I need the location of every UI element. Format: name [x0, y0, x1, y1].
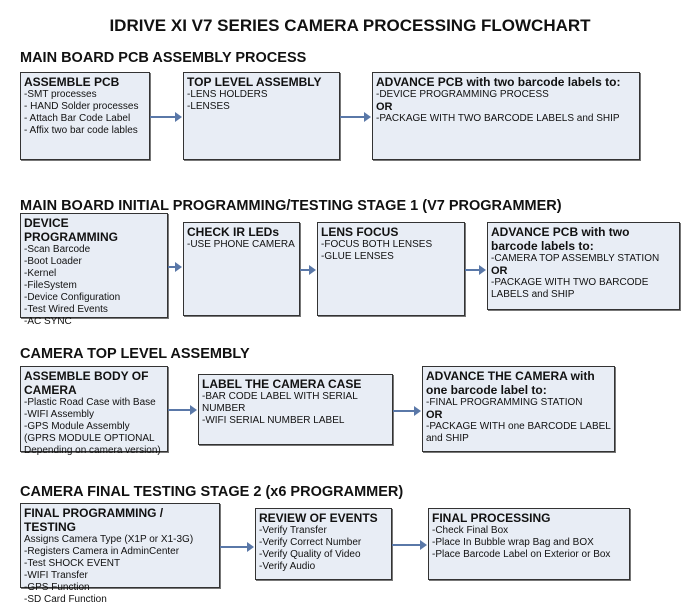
- process-box-title: ADVANCE PCB with two barcode labels to:: [491, 225, 630, 253]
- flow-arrow: [340, 112, 371, 122]
- process-step: -PACKAGE WITH TWO BARCODE LABELS and SHI…: [376, 113, 620, 124]
- flow-arrow: [150, 112, 182, 122]
- flowchart-title: IDRIVE XI V7 SERIES CAMERA PROCESSING FL…: [109, 16, 591, 35]
- process-step: -Device Configuration: [24, 292, 121, 303]
- process-step: -Test SHOCK EVENT: [24, 558, 121, 569]
- process-step: -BAR CODE LABEL WITH SERIAL NUMBER: [202, 391, 358, 414]
- process-box[interactable]: LABEL THE CAMERA CASE-BAR CODE LABEL WIT…: [198, 374, 393, 445]
- process-step: -Registers Camera in AdminCenter: [24, 546, 180, 557]
- process-step: -Boot Loader: [24, 256, 82, 267]
- process-box[interactable]: CHECK IR LEDs-USE PHONE CAMERA: [183, 222, 300, 316]
- section-heading: MAIN BOARD PCB ASSEMBLY PROCESS: [20, 50, 307, 66]
- process-box-title: FINAL PROCESSING: [432, 511, 551, 525]
- process-box[interactable]: ADVANCE THE CAMERA with one barcode labe…: [422, 366, 615, 452]
- process-step: -DEVICE PROGRAMMING PROCESS: [376, 89, 549, 100]
- process-box-title: FINAL PROGRAMMING / TESTING: [24, 506, 164, 534]
- process-box[interactable]: DEVICE PROGRAMMING-Scan Barcode-Boot Loa…: [20, 213, 168, 327]
- process-box-title: DEVICE PROGRAMMING: [24, 216, 118, 244]
- process-box[interactable]: ADVANCE PCB with two barcode labels to:-…: [372, 72, 640, 160]
- process-step: -Check Final Box: [432, 525, 509, 536]
- process-step: -PACKAGE WITH one BARCODE LABEL and SHIP: [426, 421, 611, 444]
- process-step: -FileSystem: [24, 280, 77, 291]
- process-step: -Verify Correct Number: [259, 537, 362, 548]
- process-box[interactable]: ADVANCE PCB with two barcode labels to:-…: [487, 222, 680, 310]
- process-step: OR: [376, 101, 393, 113]
- process-step: -Test Wired Events: [24, 304, 108, 315]
- process-box-title: LABEL THE CAMERA CASE: [202, 377, 362, 391]
- process-step: -WIFI SERIAL NUMBER LABEL: [202, 415, 345, 426]
- process-step: -AC SYNC: [24, 316, 72, 327]
- process-box[interactable]: TOP LEVEL ASSEMBLY-LENS HOLDERS-LENSES: [183, 72, 340, 160]
- process-step: -Place In Bubble wrap Bag and BOX: [432, 537, 594, 548]
- process-step: - Attach Bar Code Label: [24, 113, 131, 124]
- flow-arrow: [393, 406, 421, 416]
- process-box-title: ADVANCE PCB with two barcode labels to:: [376, 75, 621, 89]
- process-step: - HAND Solder processes: [24, 101, 139, 112]
- flow-arrow: [465, 265, 486, 275]
- process-box-title: ASSEMBLE PCB: [24, 75, 120, 89]
- process-box-title: ASSEMBLE BODY OF CAMERA: [24, 369, 149, 397]
- process-step: -LENS HOLDERS: [187, 89, 268, 100]
- process-step: -SD Card Function: [24, 594, 107, 605]
- flow-arrow: [168, 262, 182, 272]
- process-step: (GPRS MODULE OPTIONAL Depending on camer…: [24, 433, 161, 456]
- process-box-title: ADVANCE THE CAMERA with one barcode labe…: [426, 369, 595, 397]
- process-step: - Affix two bar code lables: [24, 125, 138, 136]
- flow-arrow: [220, 542, 254, 552]
- process-box[interactable]: ASSEMBLE BODY OF CAMERA-Plastic Road Cas…: [20, 366, 168, 456]
- process-step: -SMT processes: [24, 89, 97, 100]
- process-step: -GPS Function: [24, 582, 90, 593]
- section-heading: CAMERA FINAL TESTING STAGE 2 (x6 PROGRAM…: [20, 484, 404, 500]
- process-box[interactable]: ASSEMBLE PCB -SMT processes - HAND Solde…: [20, 72, 150, 160]
- process-step: -GLUE LENSES: [321, 251, 394, 262]
- process-step: -CAMERA TOP ASSEMBLY STATION: [491, 253, 660, 264]
- process-step: -FINAL PROGRAMMING STATION: [426, 397, 583, 408]
- process-step: -Scan Barcode: [24, 244, 91, 255]
- process-box-title: CHECK IR LEDs: [187, 225, 280, 239]
- process-step: -GPS Module Assembly: [24, 421, 130, 432]
- process-box-title: TOP LEVEL ASSEMBLY: [187, 75, 322, 89]
- process-step: -LENSES: [187, 101, 230, 112]
- process-step: -Verify Quality of Video: [259, 549, 361, 560]
- process-step: -Verify Transfer: [259, 525, 327, 536]
- process-step: -PACKAGE WITH TWO BARCODE LABELS and SHI…: [491, 277, 649, 300]
- process-step: OR: [426, 409, 443, 421]
- process-step: -Kernel: [24, 268, 57, 279]
- process-box[interactable]: FINAL PROCESSING -Check Final Box-Place …: [428, 508, 630, 580]
- process-step: -WIFI Transfer: [24, 570, 88, 581]
- process-step: -Place Barcode Label on Exterior or Box: [432, 549, 611, 560]
- flow-arrow: [300, 265, 316, 275]
- process-step: -USE PHONE CAMERA: [187, 239, 295, 250]
- process-box[interactable]: LENS FOCUS-FOCUS BOTH LENSES-GLUE LENSES: [317, 222, 465, 316]
- section-heading: MAIN BOARD INITIAL PROGRAMMING/TESTING S…: [20, 198, 562, 214]
- flow-arrow: [168, 405, 197, 415]
- process-step: -Plastic Road Case with Base: [24, 397, 156, 408]
- process-step: OR: [491, 265, 508, 277]
- process-step: -Verify Audio: [259, 561, 316, 572]
- process-box[interactable]: REVIEW OF EVENTS-Verify Transfer-Verify …: [255, 508, 392, 580]
- process-box-title: LENS FOCUS: [321, 225, 399, 239]
- process-box-title: REVIEW OF EVENTS: [259, 511, 378, 525]
- flow-arrow: [392, 540, 427, 550]
- section-heading: CAMERA TOP LEVEL ASSEMBLY: [20, 346, 250, 362]
- process-step: -WIFI Assembly: [24, 409, 95, 420]
- process-step: -FOCUS BOTH LENSES: [321, 239, 433, 250]
- process-step: Assigns Camera Type (X1P or X1-3G): [24, 534, 194, 545]
